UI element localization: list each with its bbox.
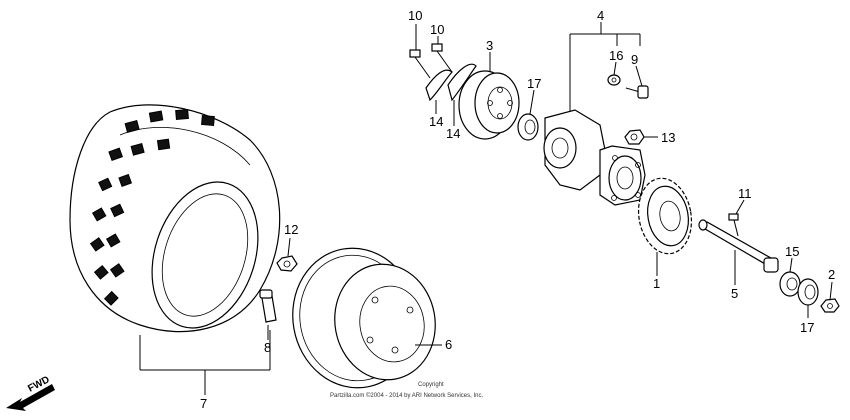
bearing-17-lower[interactable] [797, 278, 819, 306]
nut-12[interactable] [276, 255, 298, 272]
callout-5: 5 [731, 286, 738, 301]
bolt-9[interactable] [625, 85, 649, 99]
callout-14a: 14 [429, 114, 443, 129]
valve-stem[interactable] [259, 289, 277, 323]
axle-shaft-5[interactable] [698, 219, 779, 273]
callout-15: 15 [785, 244, 799, 259]
callouts: 7 8 12 6 10 10 14 14 3 17 4 16 9 13 1 11… [200, 8, 835, 411]
washer-16[interactable] [607, 74, 621, 86]
copyright-line2: Partzilla.com ©2004 - 2014 by ARI Networ… [330, 392, 483, 399]
callout-10a: 10 [408, 8, 422, 23]
callout-6: 6 [445, 337, 452, 352]
nut-2[interactable] [820, 298, 840, 313]
bolt-10-a[interactable] [409, 49, 431, 79]
callout-13: 13 [661, 130, 675, 145]
callout-11: 11 [738, 186, 752, 201]
callout-3: 3 [486, 38, 493, 53]
drum-hub-3[interactable] [458, 70, 520, 140]
nut-13[interactable] [624, 129, 645, 145]
callout-2: 2 [828, 267, 835, 282]
callout-10b: 10 [430, 22, 444, 37]
callout-4: 4 [597, 8, 604, 23]
bolt-11[interactable] [728, 213, 739, 237]
callout-16: 16 [609, 48, 623, 63]
tire[interactable] [69, 104, 281, 342]
callout-17a: 17 [527, 76, 541, 91]
callout-7: 7 [200, 396, 207, 411]
bolt-10-b[interactable] [431, 43, 453, 73]
lock-washer-14-a[interactable] [425, 69, 453, 102]
callout-8: 8 [264, 340, 271, 355]
sprocket-1[interactable] [633, 174, 697, 258]
fwd-arrow-icon [6, 384, 55, 411]
hub-assembly-4[interactable] [543, 109, 646, 206]
copyright-line1: Copyright [418, 382, 444, 388]
callout-1: 1 [653, 276, 660, 291]
collar-15[interactable] [779, 271, 801, 297]
callout-14b: 14 [446, 126, 460, 141]
callout-9: 9 [631, 52, 638, 67]
callout-17b: 17 [800, 320, 814, 335]
leader-lines [139, 22, 833, 395]
callout-12: 12 [284, 222, 298, 237]
bearing-17-upper[interactable] [517, 113, 539, 141]
lock-washer-14-b[interactable] [447, 63, 477, 102]
wheel-rim[interactable] [282, 238, 445, 397]
